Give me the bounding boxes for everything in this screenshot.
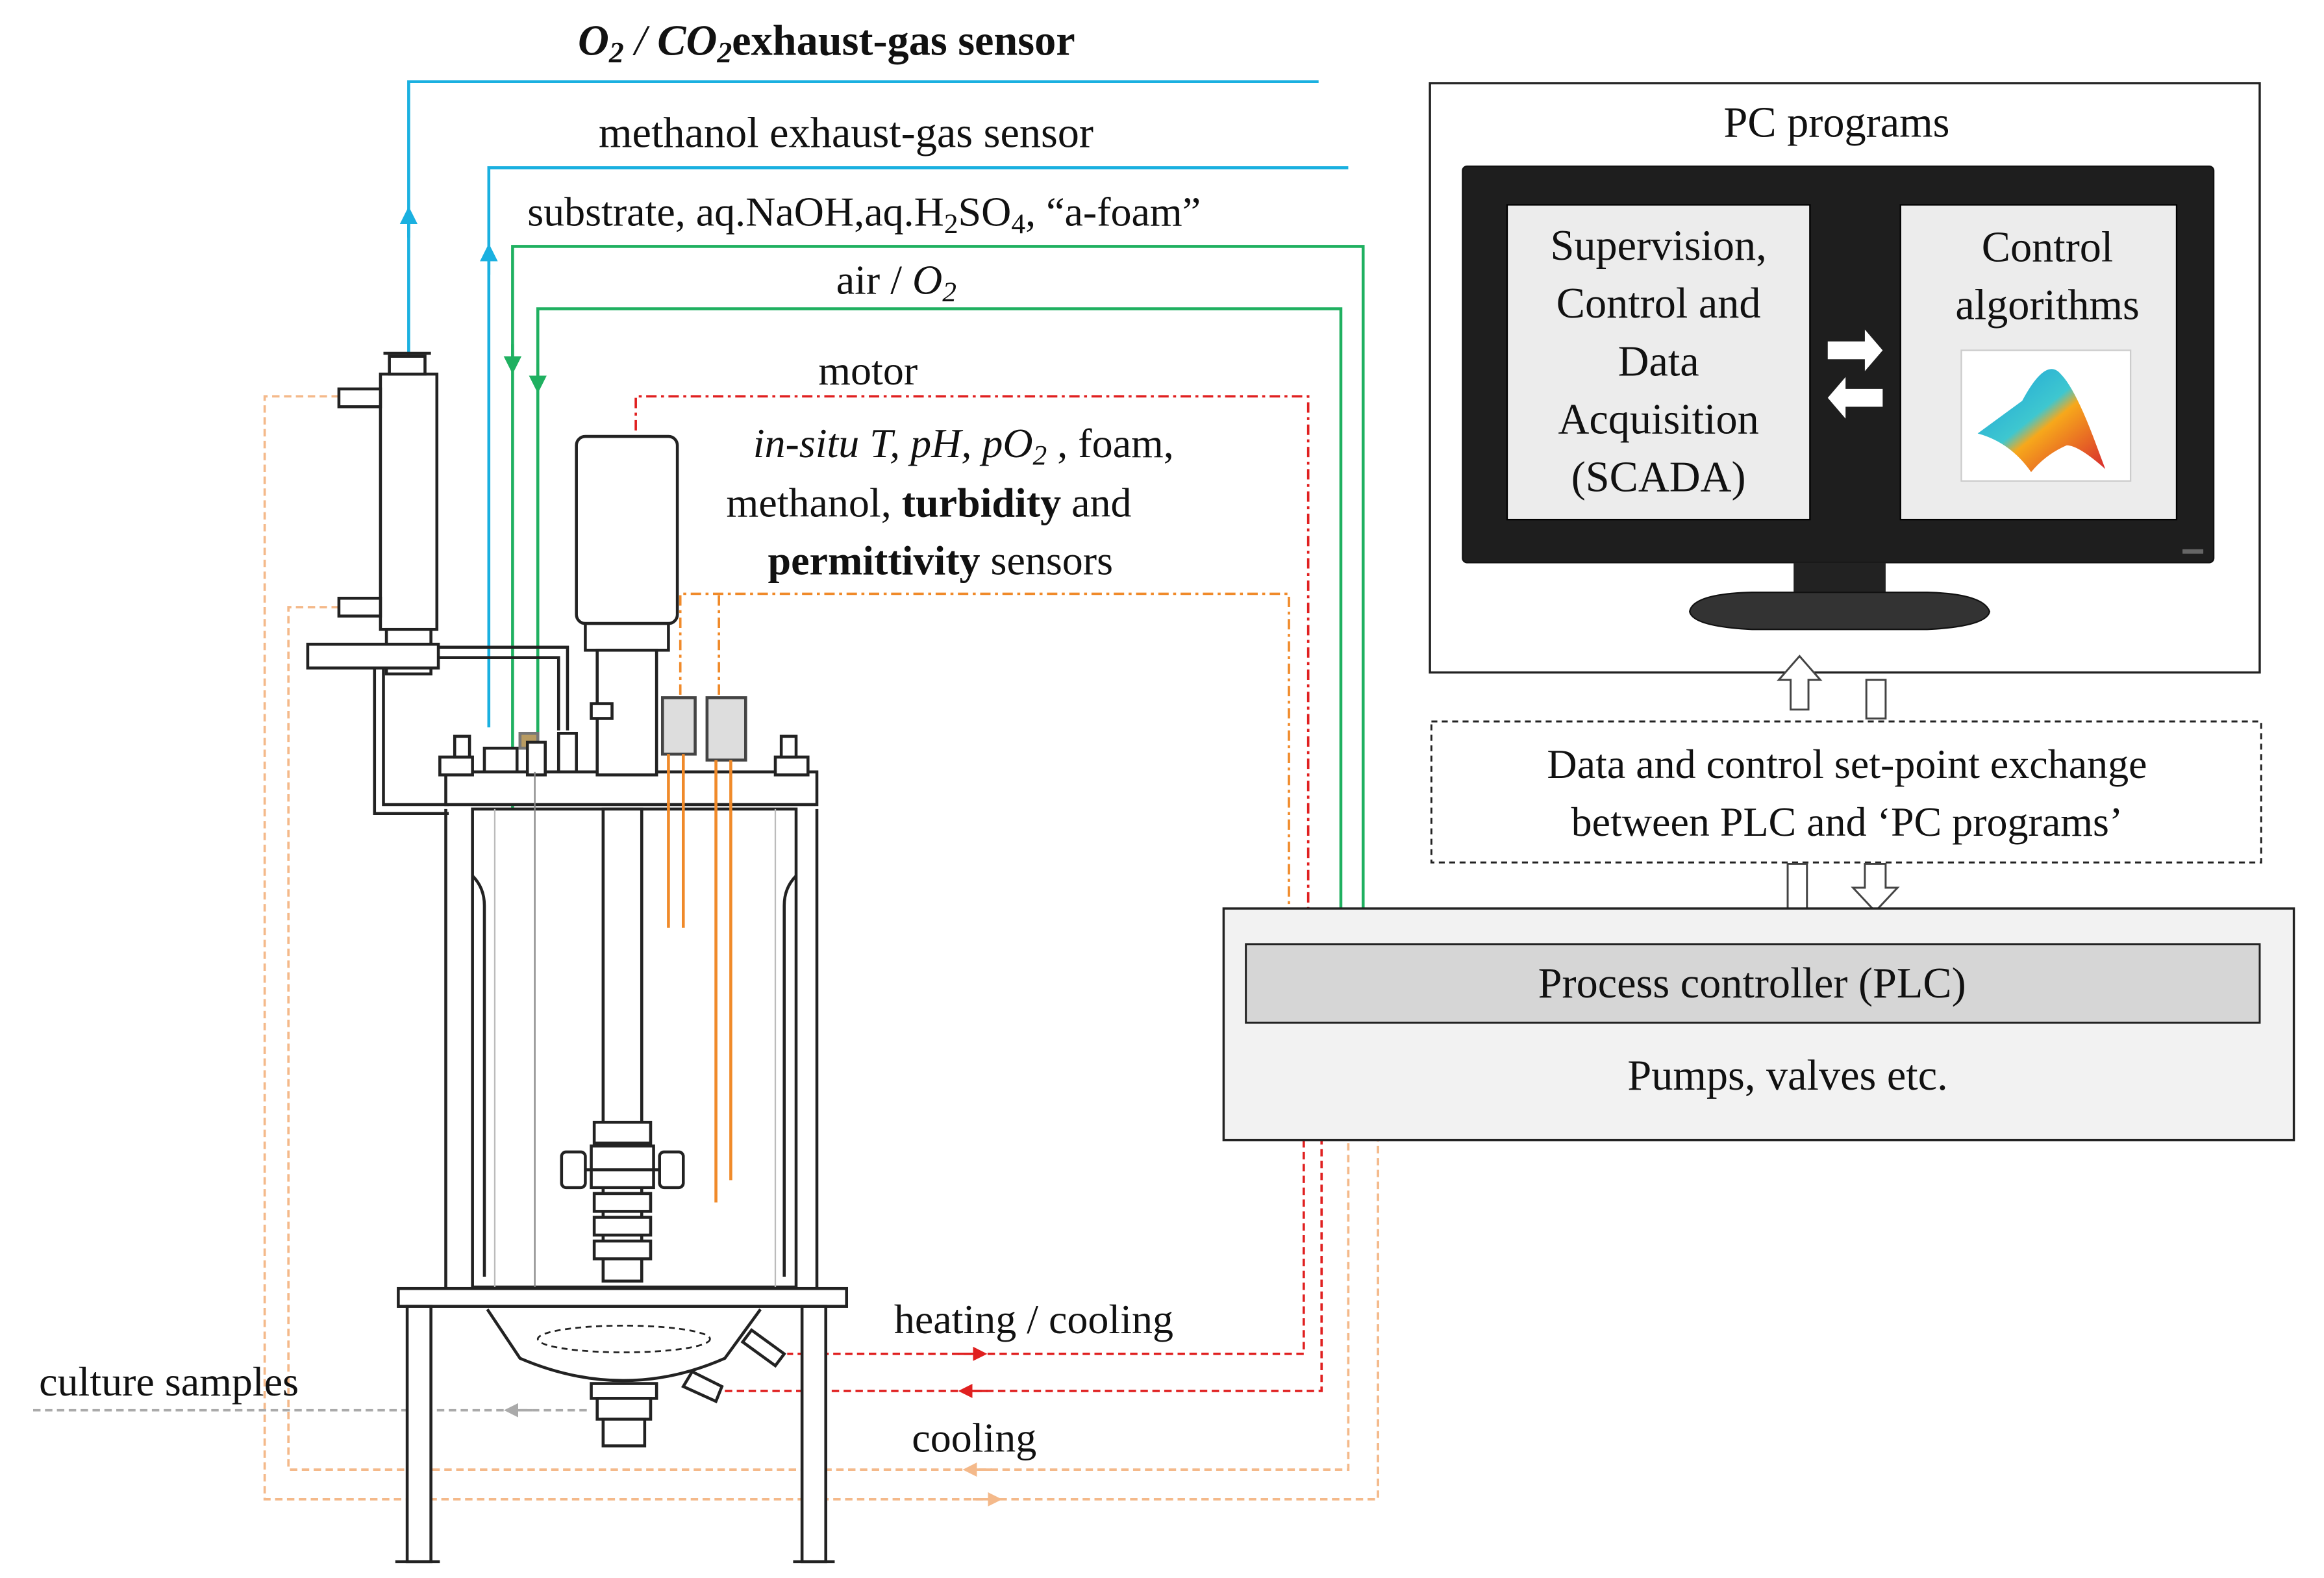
monitor-stand <box>1793 562 1886 594</box>
bioreactor <box>306 351 849 1564</box>
up-arrow-icon <box>1777 655 1823 711</box>
up-arrow-stem <box>1786 862 1808 910</box>
motor-line <box>634 395 1310 909</box>
air-o2-label: air / O2 <box>836 257 956 308</box>
cooling-line-upper <box>263 395 1379 1501</box>
permittivity-probe <box>705 696 747 762</box>
air-o2-line <box>536 307 1343 909</box>
vessel-bottom <box>486 1308 762 1383</box>
signal-lines <box>634 395 1310 909</box>
exchange-line-1: Data and control set-point exchange <box>1547 741 2147 787</box>
plc-subtitle: Pumps, valves etc. <box>1627 1052 1947 1099</box>
scada-line-4: Acquisition <box>1558 396 1759 444</box>
substrate-feed-line <box>511 245 1365 1200</box>
sensor-line <box>679 592 1290 909</box>
cooling-line-lower <box>287 606 1350 1471</box>
motor-label: motor <box>818 347 918 394</box>
pc-programs-title: PC programs <box>1723 99 1949 146</box>
exhaust-condenser <box>379 372 439 631</box>
control-line-1: Control <box>1982 223 2114 271</box>
matlab-logo-icon <box>1977 369 2106 472</box>
reactor-lid <box>444 770 819 807</box>
plc-title: Process controller (PLC) <box>1538 960 1966 1007</box>
control-line-2: algorithms <box>1955 281 2140 329</box>
pc-programs-panel: PC programs Supervision, Control and Dat… <box>1429 82 2261 674</box>
cooling-label: cooling <box>912 1415 1036 1461</box>
scada-line-2: Control and <box>1556 280 1761 327</box>
scada-line-3: Data <box>1618 338 1699 385</box>
o2-co2-exhaust-label: O2 / CO2exhaust-gas sensor <box>578 18 1075 69</box>
o2-co2-exhaust-line <box>407 80 1319 357</box>
arrow-left-icon <box>1827 377 1883 419</box>
methanol-exhaust-label: methanol exhaust-gas sensor <box>599 109 1093 157</box>
sensors-label-line1: in-situ T, pH, pO2 , foam, <box>753 420 1174 471</box>
scada-pane <box>1506 204 1811 521</box>
heating-cooling-lines <box>33 395 1379 1507</box>
stand-plate <box>397 1286 849 1308</box>
sensors-label-line2: methanol, turbidity and <box>727 480 1132 526</box>
heating-cooling-label: heating / cooling <box>894 1296 1173 1342</box>
scada-line-1: Supervision, <box>1551 222 1767 269</box>
plc-panel: Process controller (PLC) Pumps, valves e… <box>1222 907 2295 1142</box>
heating-return-line <box>725 1140 1323 1392</box>
exchange-line-2: between PLC and ‘PC programs’ <box>1571 799 2123 845</box>
plc-title-bar <box>1245 943 2261 1024</box>
down-arrow-icon <box>1851 862 1900 913</box>
culture-samples-label: culture samples <box>39 1359 299 1405</box>
turbidity-probe <box>660 696 697 756</box>
down-arrow-icon-top <box>1865 679 1887 720</box>
scada-line-5: (SCADA) <box>1571 454 1746 501</box>
substrate-label: substrate, aq.NaOH,aq.H2SO4, “a-foam” <box>527 188 1201 239</box>
gas-lines <box>399 80 1365 1200</box>
methanol-exhaust-line <box>487 166 1349 728</box>
arrow-right-icon <box>1827 329 1883 371</box>
data-exchange-panel: Data and control set-point exchange betw… <box>1430 655 2262 913</box>
process-labels: O2 / CO2exhaust-gas sensor methanol exha… <box>39 18 1201 1461</box>
stirrer-motor <box>575 434 679 625</box>
sensors-label-line3: permittivity sensors <box>768 538 1113 584</box>
